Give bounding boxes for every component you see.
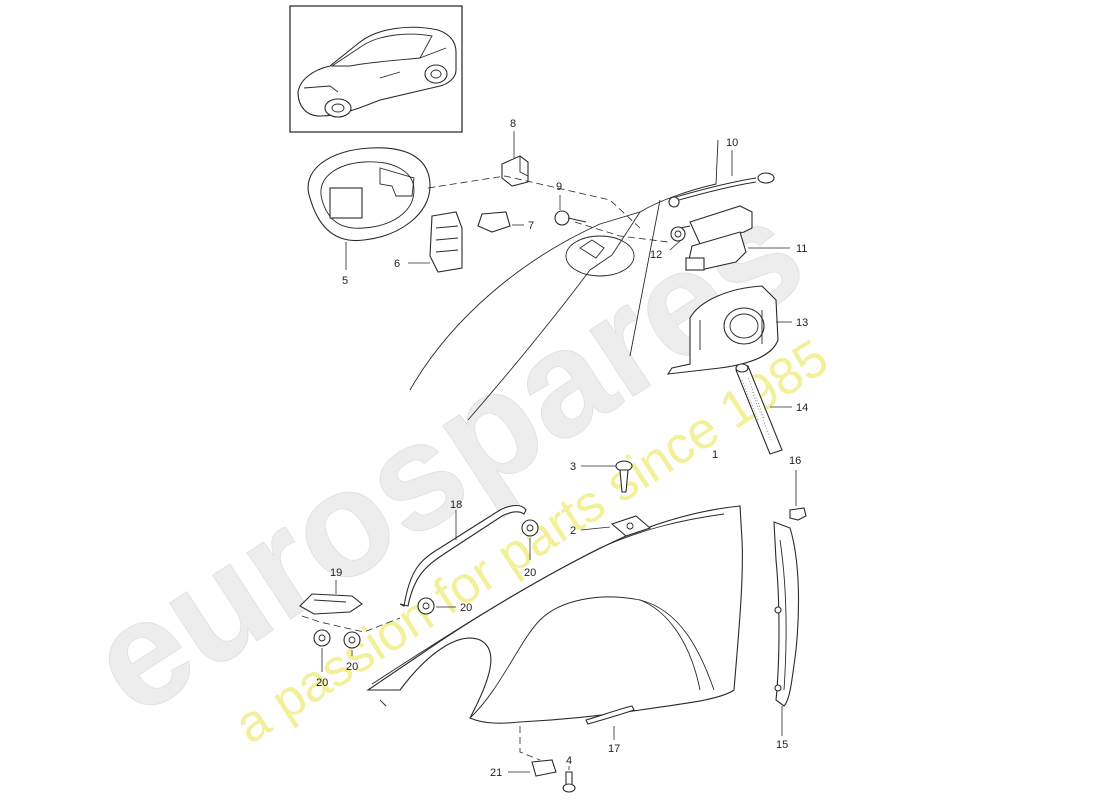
part-21-clip — [508, 759, 557, 777]
callout-12: 12 — [650, 249, 662, 261]
callout-9: 9 — [556, 181, 562, 193]
callout-2: 2 — [570, 525, 576, 537]
part-20-nut-middle — [417, 597, 456, 615]
callout-6: 6 — [394, 258, 400, 270]
part-5-fuel-flap — [307, 147, 431, 270]
car-outline-icon — [297, 26, 457, 118]
part-4-screw — [562, 766, 576, 793]
callout-18: 18 — [450, 499, 462, 511]
part-15-liner-strip — [773, 521, 800, 736]
vehicle-thumbnail — [289, 5, 463, 133]
callout-labels: 1 2 3 4 5 6 7 8 9 10 11 12 13 14 15 16 1… — [316, 118, 808, 779]
callout-20-right: 20 — [346, 661, 358, 673]
callout-15: 15 — [776, 739, 788, 751]
callout-11: 11 — [796, 243, 807, 255]
callout-19: 19 — [330, 567, 342, 579]
part-20-nuts-lower — [313, 629, 361, 672]
callout-10: 10 — [726, 137, 738, 149]
part-11-actuator — [679, 205, 790, 271]
part-2-bracket — [580, 515, 652, 537]
part-19-bracket — [299, 580, 363, 615]
callout-14: 14 — [796, 402, 808, 414]
part-7-clip — [477, 211, 524, 233]
callout-13: 13 — [796, 317, 808, 329]
callout-8: 8 — [510, 118, 516, 130]
part-12-nut — [669, 226, 686, 251]
part-8-buffer — [501, 131, 529, 187]
part-14-drain-hose — [735, 363, 792, 455]
callout-16: 16 — [789, 455, 801, 467]
part-6-hinge — [408, 211, 463, 273]
part-20-nut-upper — [521, 519, 539, 560]
part-10-release-cable — [668, 150, 775, 208]
wing-panel-ghost-outline — [409, 139, 719, 421]
assembly-line-4 — [519, 726, 541, 761]
part-3-screw — [581, 460, 633, 493]
assembly-line-3 — [301, 615, 401, 633]
callout-5: 5 — [342, 275, 348, 287]
callout-3: 3 — [570, 461, 576, 473]
part-18-seal-strip — [399, 504, 527, 607]
callout-17: 17 — [608, 743, 620, 755]
part-13-filler-housing — [666, 285, 792, 375]
callout-1: 1 — [712, 449, 718, 461]
callout-20-left: 20 — [316, 677, 328, 689]
callout-21: 21 — [490, 767, 502, 779]
callout-7: 7 — [528, 220, 534, 232]
callout-4: 4 — [566, 755, 572, 767]
callout-20-upper: 20 — [524, 567, 536, 579]
part-17-trim-strip — [585, 705, 635, 740]
assembly-line-1 — [427, 175, 641, 229]
part-9-grommet — [554, 195, 587, 226]
callout-20-middle: 20 — [460, 602, 472, 614]
part-16-clip — [789, 470, 807, 521]
